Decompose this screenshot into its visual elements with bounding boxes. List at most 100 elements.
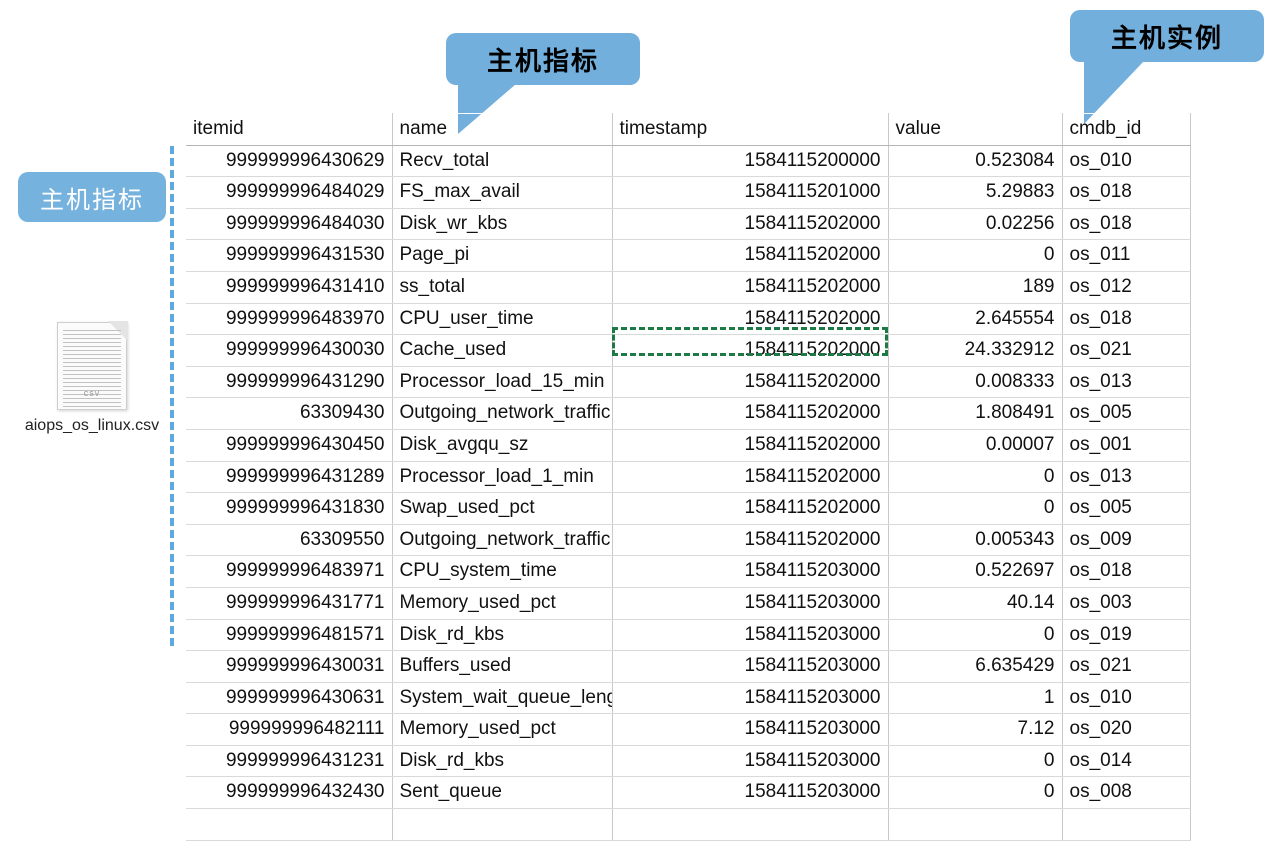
cell-name[interactable]: Disk_wr_kbs	[392, 208, 613, 241]
cell-itemid[interactable]: 999999996481571	[186, 619, 393, 652]
table-row[interactable]	[186, 808, 1191, 841]
cell-timestamp[interactable]: 1584115202000	[612, 366, 889, 399]
cell-itemid[interactable]: 999999996483970	[186, 303, 393, 336]
cell-timestamp[interactable]: 1584115202000	[612, 461, 889, 494]
cell-cmdb-id[interactable]: os_003	[1062, 587, 1191, 620]
cell-name[interactable]: Memory_used_pct	[392, 713, 613, 746]
cell-timestamp[interactable]	[612, 808, 889, 841]
cell-name[interactable]: Recv_total	[392, 145, 613, 178]
cell-timestamp[interactable]: 1584115203000	[612, 650, 889, 683]
cell-value[interactable]: 0.522697	[888, 555, 1063, 588]
cell-timestamp[interactable]: 1584115203000	[612, 776, 889, 810]
cell-name[interactable]: Outgoing_network_traffic	[392, 524, 613, 557]
cell-timestamp[interactable]: 1584115202000	[612, 524, 889, 557]
cell-itemid[interactable]: 999999996431830	[186, 492, 393, 525]
cell-value[interactable]: 0	[888, 239, 1063, 272]
cell-itemid[interactable]: 999999996432430	[186, 776, 393, 810]
cell-name[interactable]: Disk_avgqu_sz	[392, 429, 613, 462]
cell-itemid[interactable]: 999999996430031	[186, 650, 393, 683]
cell-cmdb-id[interactable]: os_013	[1062, 366, 1191, 399]
cell-name[interactable]: Disk_rd_kbs	[392, 745, 613, 778]
cell-timestamp[interactable]: 1584115202000	[612, 334, 889, 367]
cell-name[interactable]: Processor_load_15_min	[392, 366, 613, 399]
column-header-itemid[interactable]: itemid	[186, 113, 393, 146]
cell-cmdb-id[interactable]: os_014	[1062, 745, 1191, 778]
cell-timestamp[interactable]: 1584115203000	[612, 713, 889, 746]
cell-timestamp[interactable]: 1584115202000	[612, 492, 889, 525]
cell-timestamp[interactable]: 1584115203000	[612, 682, 889, 715]
cell-timestamp[interactable]: 1584115202000	[612, 397, 889, 430]
cell-cmdb-id[interactable]: os_005	[1062, 397, 1191, 430]
csv-data-table[interactable]: itemid name timestamp value cmdb_id 9999…	[186, 113, 1191, 841]
cell-value[interactable]: 0.02256	[888, 208, 1063, 241]
column-header-name[interactable]: name	[392, 113, 613, 146]
cell-name[interactable]: FS_max_avail	[392, 176, 613, 209]
cell-itemid[interactable]: 999999996430450	[186, 429, 393, 462]
cell-cmdb-id[interactable]: os_008	[1062, 776, 1191, 810]
cell-name[interactable]: CPU_system_time	[392, 555, 613, 588]
cell-timestamp[interactable]: 1584115202000	[612, 271, 889, 304]
cell-value[interactable]: 0.523084	[888, 145, 1063, 178]
cell-timestamp[interactable]: 1584115200000	[612, 145, 889, 178]
cell-name[interactable]: Cache_used	[392, 334, 613, 367]
cell-cmdb-id[interactable]: os_011	[1062, 239, 1191, 272]
cell-itemid[interactable]: 999999996484030	[186, 208, 393, 241]
cell-name[interactable]: Page_pi	[392, 239, 613, 272]
column-header-timestamp[interactable]: timestamp	[612, 113, 889, 146]
cell-cmdb-id[interactable]: os_009	[1062, 524, 1191, 557]
cell-cmdb-id[interactable]: os_019	[1062, 619, 1191, 652]
cell-value[interactable]: 40.14	[888, 587, 1063, 620]
cell-itemid[interactable]: 999999996431530	[186, 239, 393, 272]
cell-cmdb-id[interactable]: os_010	[1062, 682, 1191, 715]
cell-value[interactable]: 0.00007	[888, 429, 1063, 462]
cell-name[interactable]: ss_total	[392, 271, 613, 304]
cell-cmdb-id[interactable]	[1062, 808, 1191, 841]
cell-value[interactable]: 189	[888, 271, 1063, 304]
cell-cmdb-id[interactable]: os_001	[1062, 429, 1191, 462]
cell-itemid[interactable]: 999999996431290	[186, 366, 393, 399]
cell-value[interactable]: 0	[888, 745, 1063, 778]
cell-cmdb-id[interactable]: os_021	[1062, 650, 1191, 683]
cell-timestamp[interactable]: 1584115203000	[612, 587, 889, 620]
cell-timestamp[interactable]: 1584115203000	[612, 619, 889, 652]
cell-itemid[interactable]: 999999996430629	[186, 145, 393, 178]
column-header-cmdb-id[interactable]: cmdb_id	[1062, 113, 1191, 146]
cell-value[interactable]: 2.645554	[888, 303, 1063, 336]
cell-itemid[interactable]: 63309430	[186, 397, 393, 430]
cell-itemid[interactable]: 999999996484029	[186, 176, 393, 209]
cell-timestamp[interactable]: 1584115203000	[612, 745, 889, 778]
cell-itemid[interactable]: 999999996431289	[186, 461, 393, 494]
cell-cmdb-id[interactable]: os_010	[1062, 145, 1191, 178]
cell-timestamp[interactable]: 1584115201000	[612, 176, 889, 209]
cell-timestamp[interactable]: 1584115202000	[612, 239, 889, 272]
cell-value[interactable]: 6.635429	[888, 650, 1063, 683]
cell-value[interactable]: 1.808491	[888, 397, 1063, 430]
cell-name[interactable]: Outgoing_network_traffic	[392, 397, 613, 430]
cell-value[interactable]: 0	[888, 776, 1063, 810]
cell-name[interactable]: Disk_rd_kbs	[392, 619, 613, 652]
cell-itemid[interactable]: 999999996482111	[186, 713, 393, 746]
cell-value[interactable]: 0.005343	[888, 524, 1063, 557]
cell-name[interactable]: Sent_queue	[392, 776, 613, 810]
cell-timestamp[interactable]: 1584115202000	[612, 208, 889, 241]
cell-itemid[interactable]	[186, 808, 393, 841]
cell-value[interactable]: 5.29883	[888, 176, 1063, 209]
cell-itemid[interactable]: 63309550	[186, 524, 393, 557]
cell-value[interactable]: 7.12	[888, 713, 1063, 746]
cell-name[interactable]: Buffers_used	[392, 650, 613, 683]
cell-itemid[interactable]: 999999996431231	[186, 745, 393, 778]
cell-name[interactable]: CPU_user_time	[392, 303, 613, 336]
